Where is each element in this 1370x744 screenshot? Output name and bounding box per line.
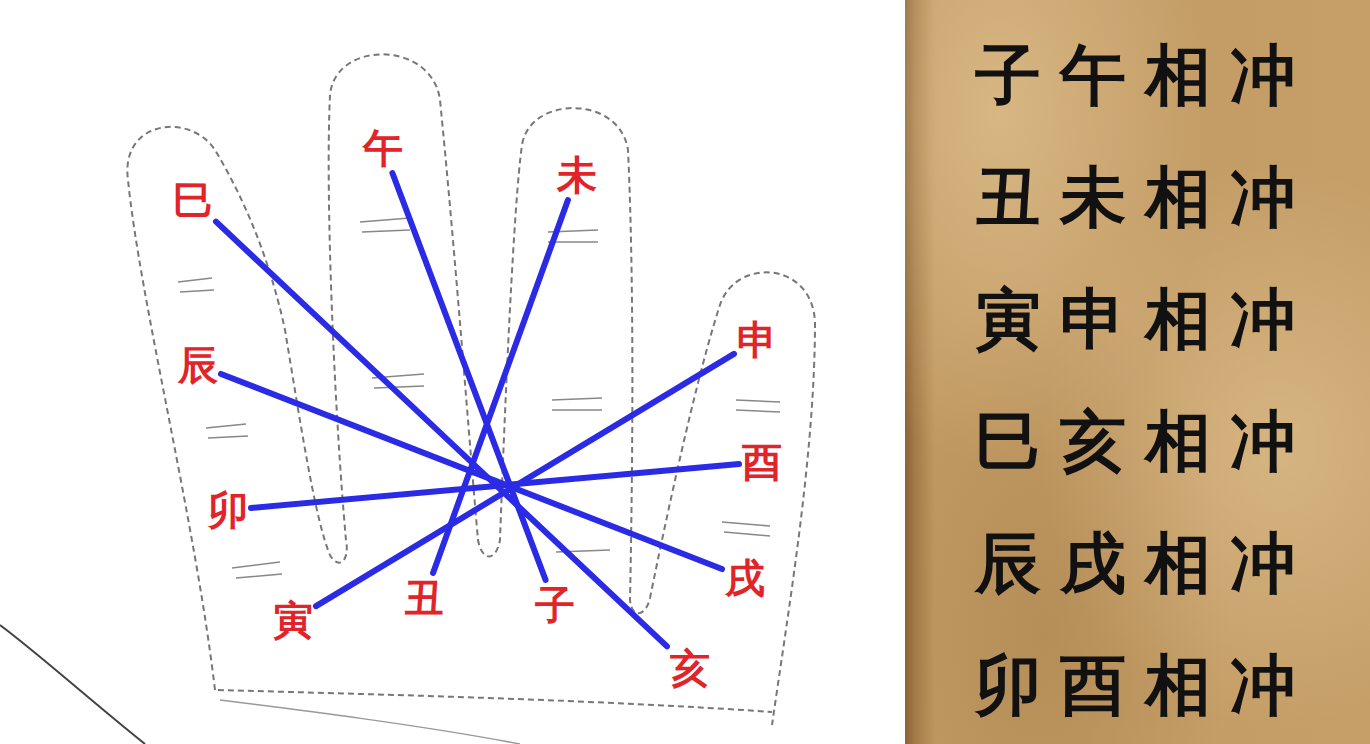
- clash-rule: 寅申相冲: [975, 258, 1370, 380]
- finger-outline: [127, 54, 815, 725]
- clash-panel: 子午相冲丑未相冲寅申相冲巳亥相冲辰戌相冲卯酉相冲: [905, 0, 1370, 744]
- branch-char: 酉: [742, 440, 782, 484]
- clash-line: [251, 464, 739, 508]
- crease: [178, 278, 282, 578]
- branch-label: 戌: [725, 556, 765, 600]
- wrist-line: [220, 700, 520, 744]
- branch-label: 申: [737, 318, 777, 362]
- branch-label: 酉: [742, 440, 782, 484]
- branch-label: 亥: [670, 646, 710, 690]
- clash-rule: 卯酉相冲: [975, 624, 1370, 744]
- branch-char: 巳: [173, 178, 213, 222]
- branch-label: 未: [557, 153, 597, 197]
- clash-line: [392, 173, 545, 580]
- branch-char: 申: [737, 318, 777, 362]
- clash-line: [433, 200, 568, 573]
- branch-label: 子: [535, 583, 575, 627]
- clash-rule: 子午相冲: [975, 14, 1370, 136]
- branch-char: 丑: [404, 576, 444, 620]
- branch-char: 卯: [208, 488, 248, 532]
- thumb-line: [0, 625, 145, 744]
- branch-label: 午: [363, 126, 403, 170]
- clash-rule: 丑未相冲: [975, 136, 1370, 258]
- clash-rule: 巳亥相冲: [975, 380, 1370, 502]
- branch-char: 午: [363, 126, 403, 170]
- palm-edge: [218, 690, 772, 712]
- clash-line: [216, 222, 667, 647]
- branch-char: 未: [557, 153, 597, 197]
- branch-label: 寅: [273, 598, 313, 642]
- branch-label: 辰: [178, 343, 218, 387]
- branch-char: 子: [535, 583, 575, 627]
- branch-char: 戌: [725, 556, 765, 600]
- branch-char: 寅: [273, 598, 313, 642]
- branch-label: 丑: [404, 576, 444, 620]
- clash-rule: 辰戌相冲: [975, 502, 1370, 624]
- branch-char: 辰: [178, 343, 218, 387]
- branch-char: 亥: [670, 646, 710, 690]
- branch-label: 巳: [173, 178, 213, 222]
- branch-label: 卯: [208, 488, 248, 532]
- clash-line: [316, 354, 734, 606]
